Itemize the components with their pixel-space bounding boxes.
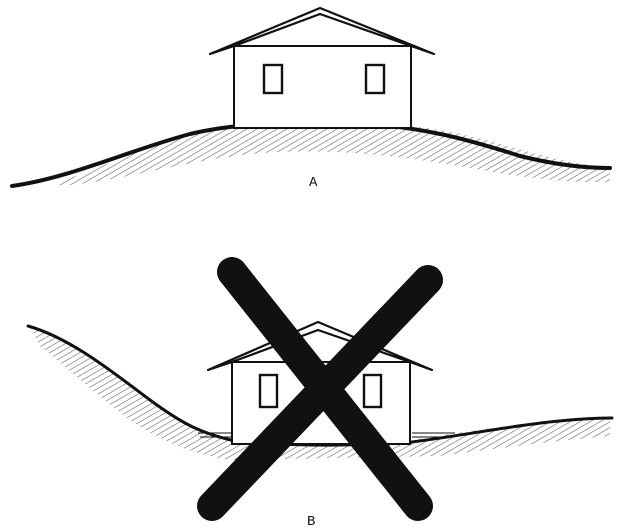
panel-b-label: B: [307, 514, 315, 530]
house-window-right: [366, 65, 384, 93]
panel-a: [12, 8, 610, 186]
house-window-left: [260, 375, 277, 407]
panel-a-ground-hatching: [60, 121, 610, 186]
panel-a-house: [210, 8, 434, 128]
house-window-right: [364, 375, 381, 407]
house-window-left: [264, 65, 282, 93]
panel-b: [28, 272, 612, 506]
panel-a-label: A: [309, 175, 317, 191]
